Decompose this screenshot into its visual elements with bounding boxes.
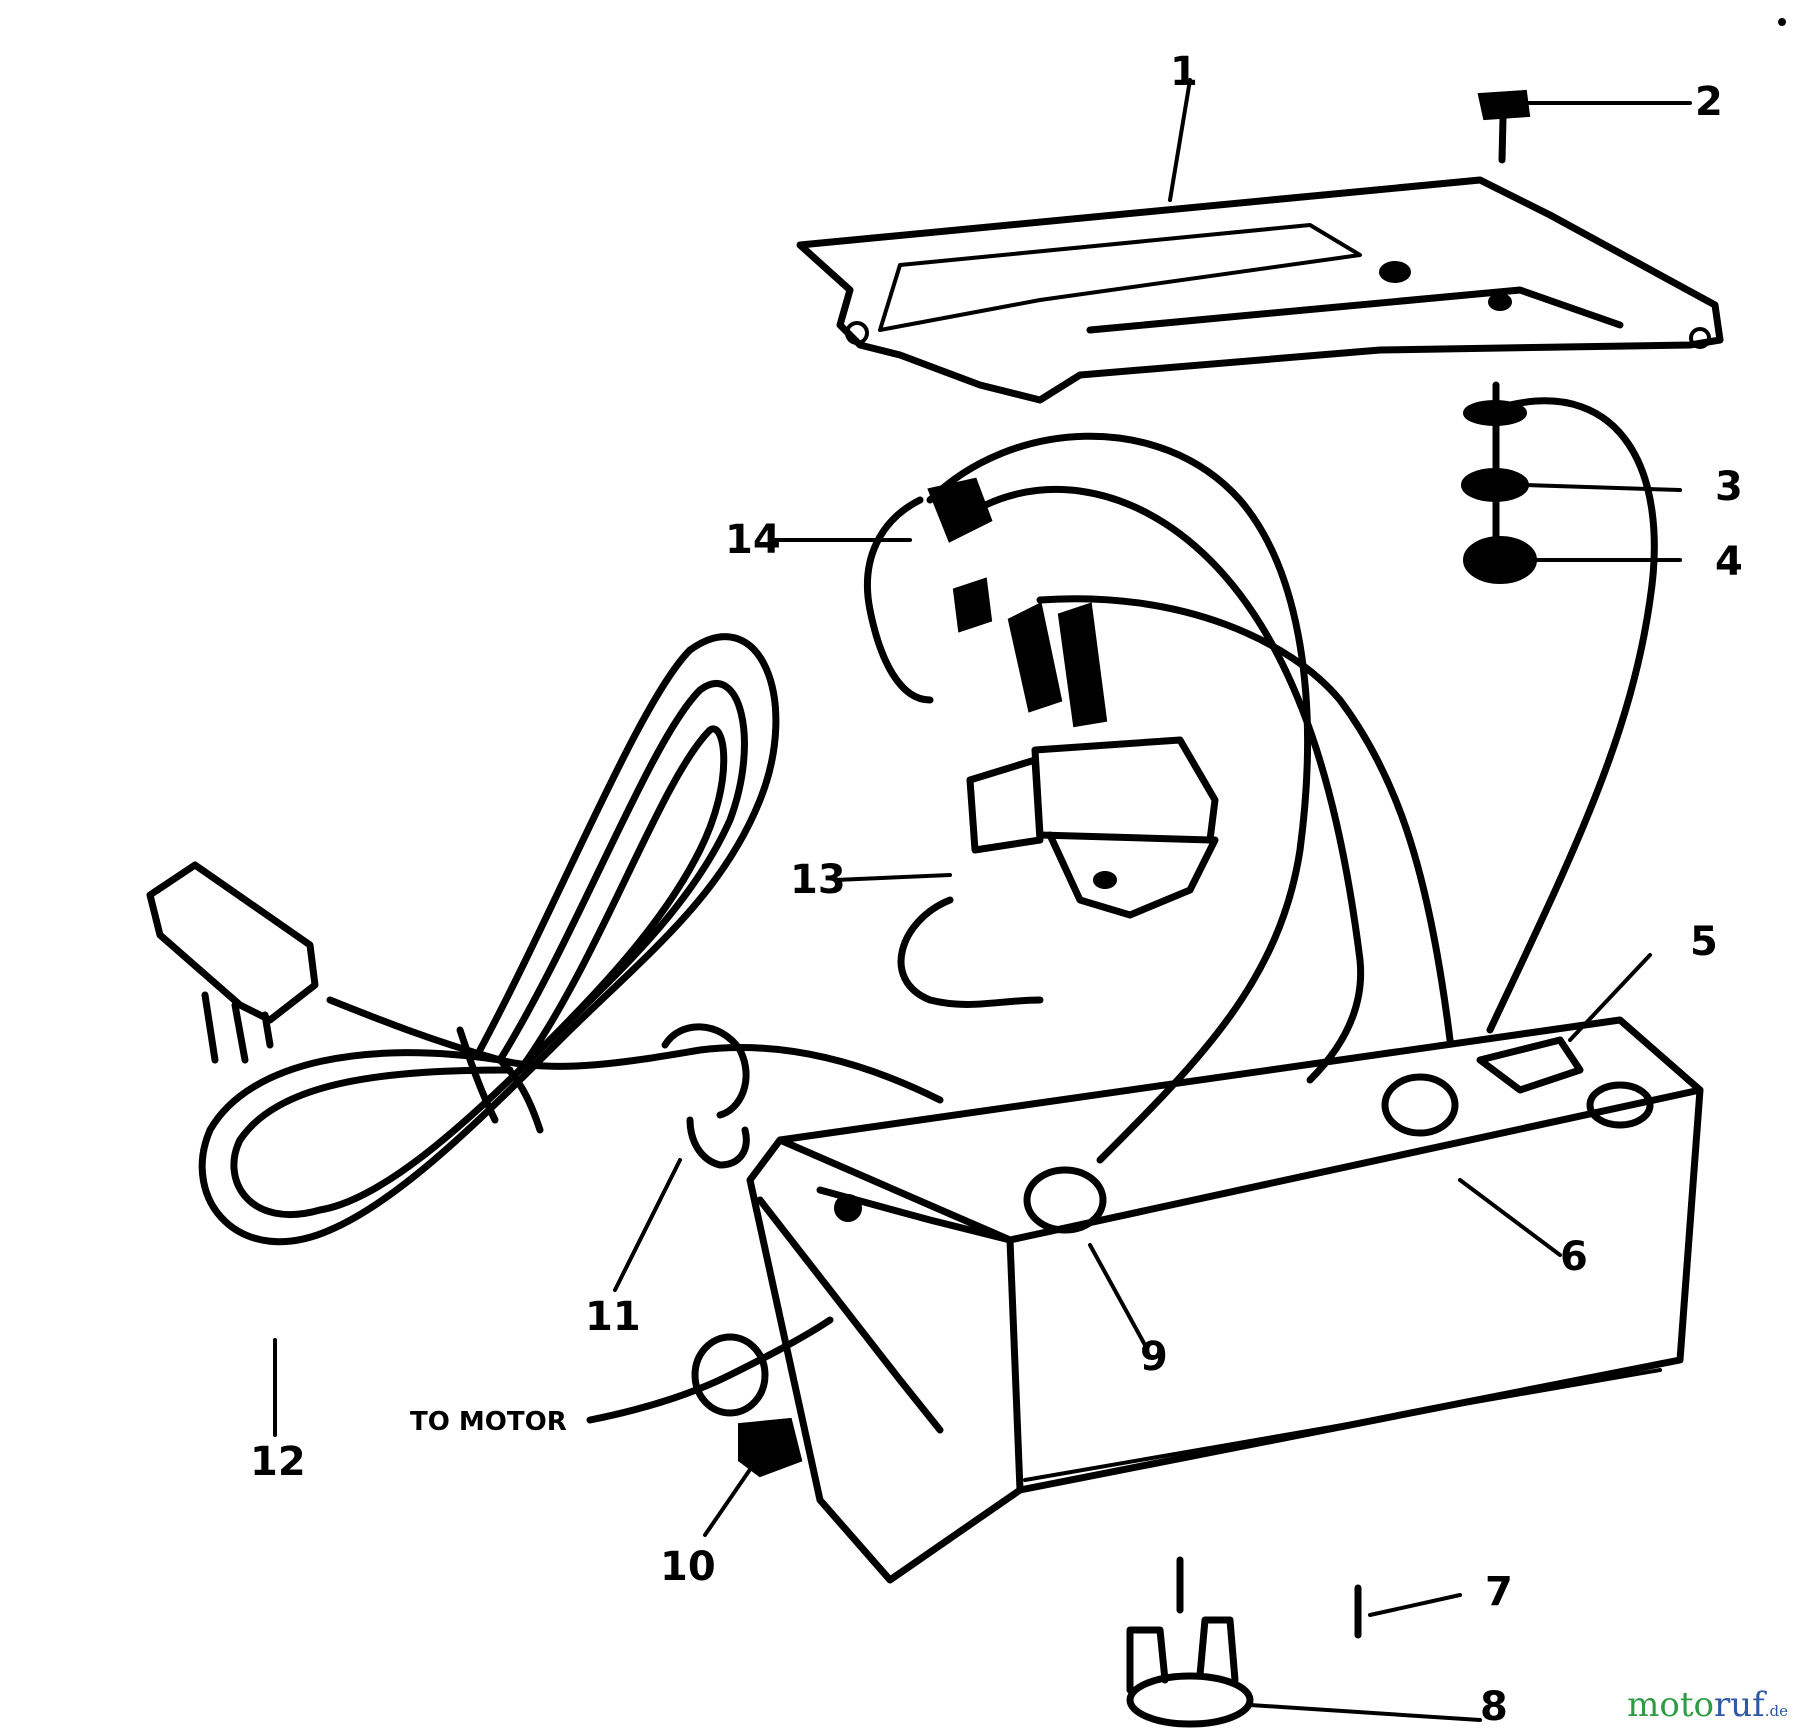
- stud-wire: [1486, 397, 1658, 1034]
- callout-8: 8: [1480, 1684, 1508, 1730]
- power-plug: [146, 861, 319, 1064]
- watermark-part1: moto: [1627, 1685, 1715, 1725]
- callout-11: 11: [585, 1294, 641, 1340]
- callout-1: 1: [1170, 49, 1198, 95]
- callout-7: 7: [1485, 1569, 1513, 1615]
- to-motor-label: TO MOTOR: [410, 1407, 567, 1437]
- callout-6: 6: [1560, 1234, 1588, 1280]
- rubber-foot: [1126, 1556, 1254, 1728]
- callout-12: 12: [250, 1439, 306, 1485]
- watermark-suffix: .de: [1764, 1702, 1788, 1720]
- watermark-part2: ruf: [1714, 1685, 1765, 1725]
- switch-block: [897, 602, 1219, 1008]
- leader-lines: [273, 78, 1692, 1722]
- cord-clamp: [661, 1023, 750, 1169]
- screw: [1477, 89, 1531, 164]
- callout-4: 4: [1715, 539, 1743, 585]
- power-cord-coil: [198, 633, 944, 1246]
- callout-14: 14: [725, 517, 781, 563]
- scan-dot: [1778, 18, 1786, 26]
- callout-5: 5: [1690, 919, 1718, 965]
- cover-plate: [796, 176, 1724, 404]
- callout-13: 13: [790, 857, 846, 903]
- wire-harness: [863, 432, 1454, 1164]
- watermark-logo: motoruf.de: [1627, 1685, 1788, 1725]
- callout-2: 2: [1695, 79, 1723, 125]
- callout-10: 10: [660, 1544, 716, 1590]
- housing-box: [746, 1016, 1704, 1584]
- callout-3: 3: [1715, 464, 1743, 510]
- callout-9: 9: [1140, 1334, 1168, 1380]
- callout-numbers: 1 2 3 4 5 6 7 8 9 10 11 12 13 14 TO MOTO…: [250, 49, 1743, 1730]
- washer-nut-stack: [1461, 381, 1537, 584]
